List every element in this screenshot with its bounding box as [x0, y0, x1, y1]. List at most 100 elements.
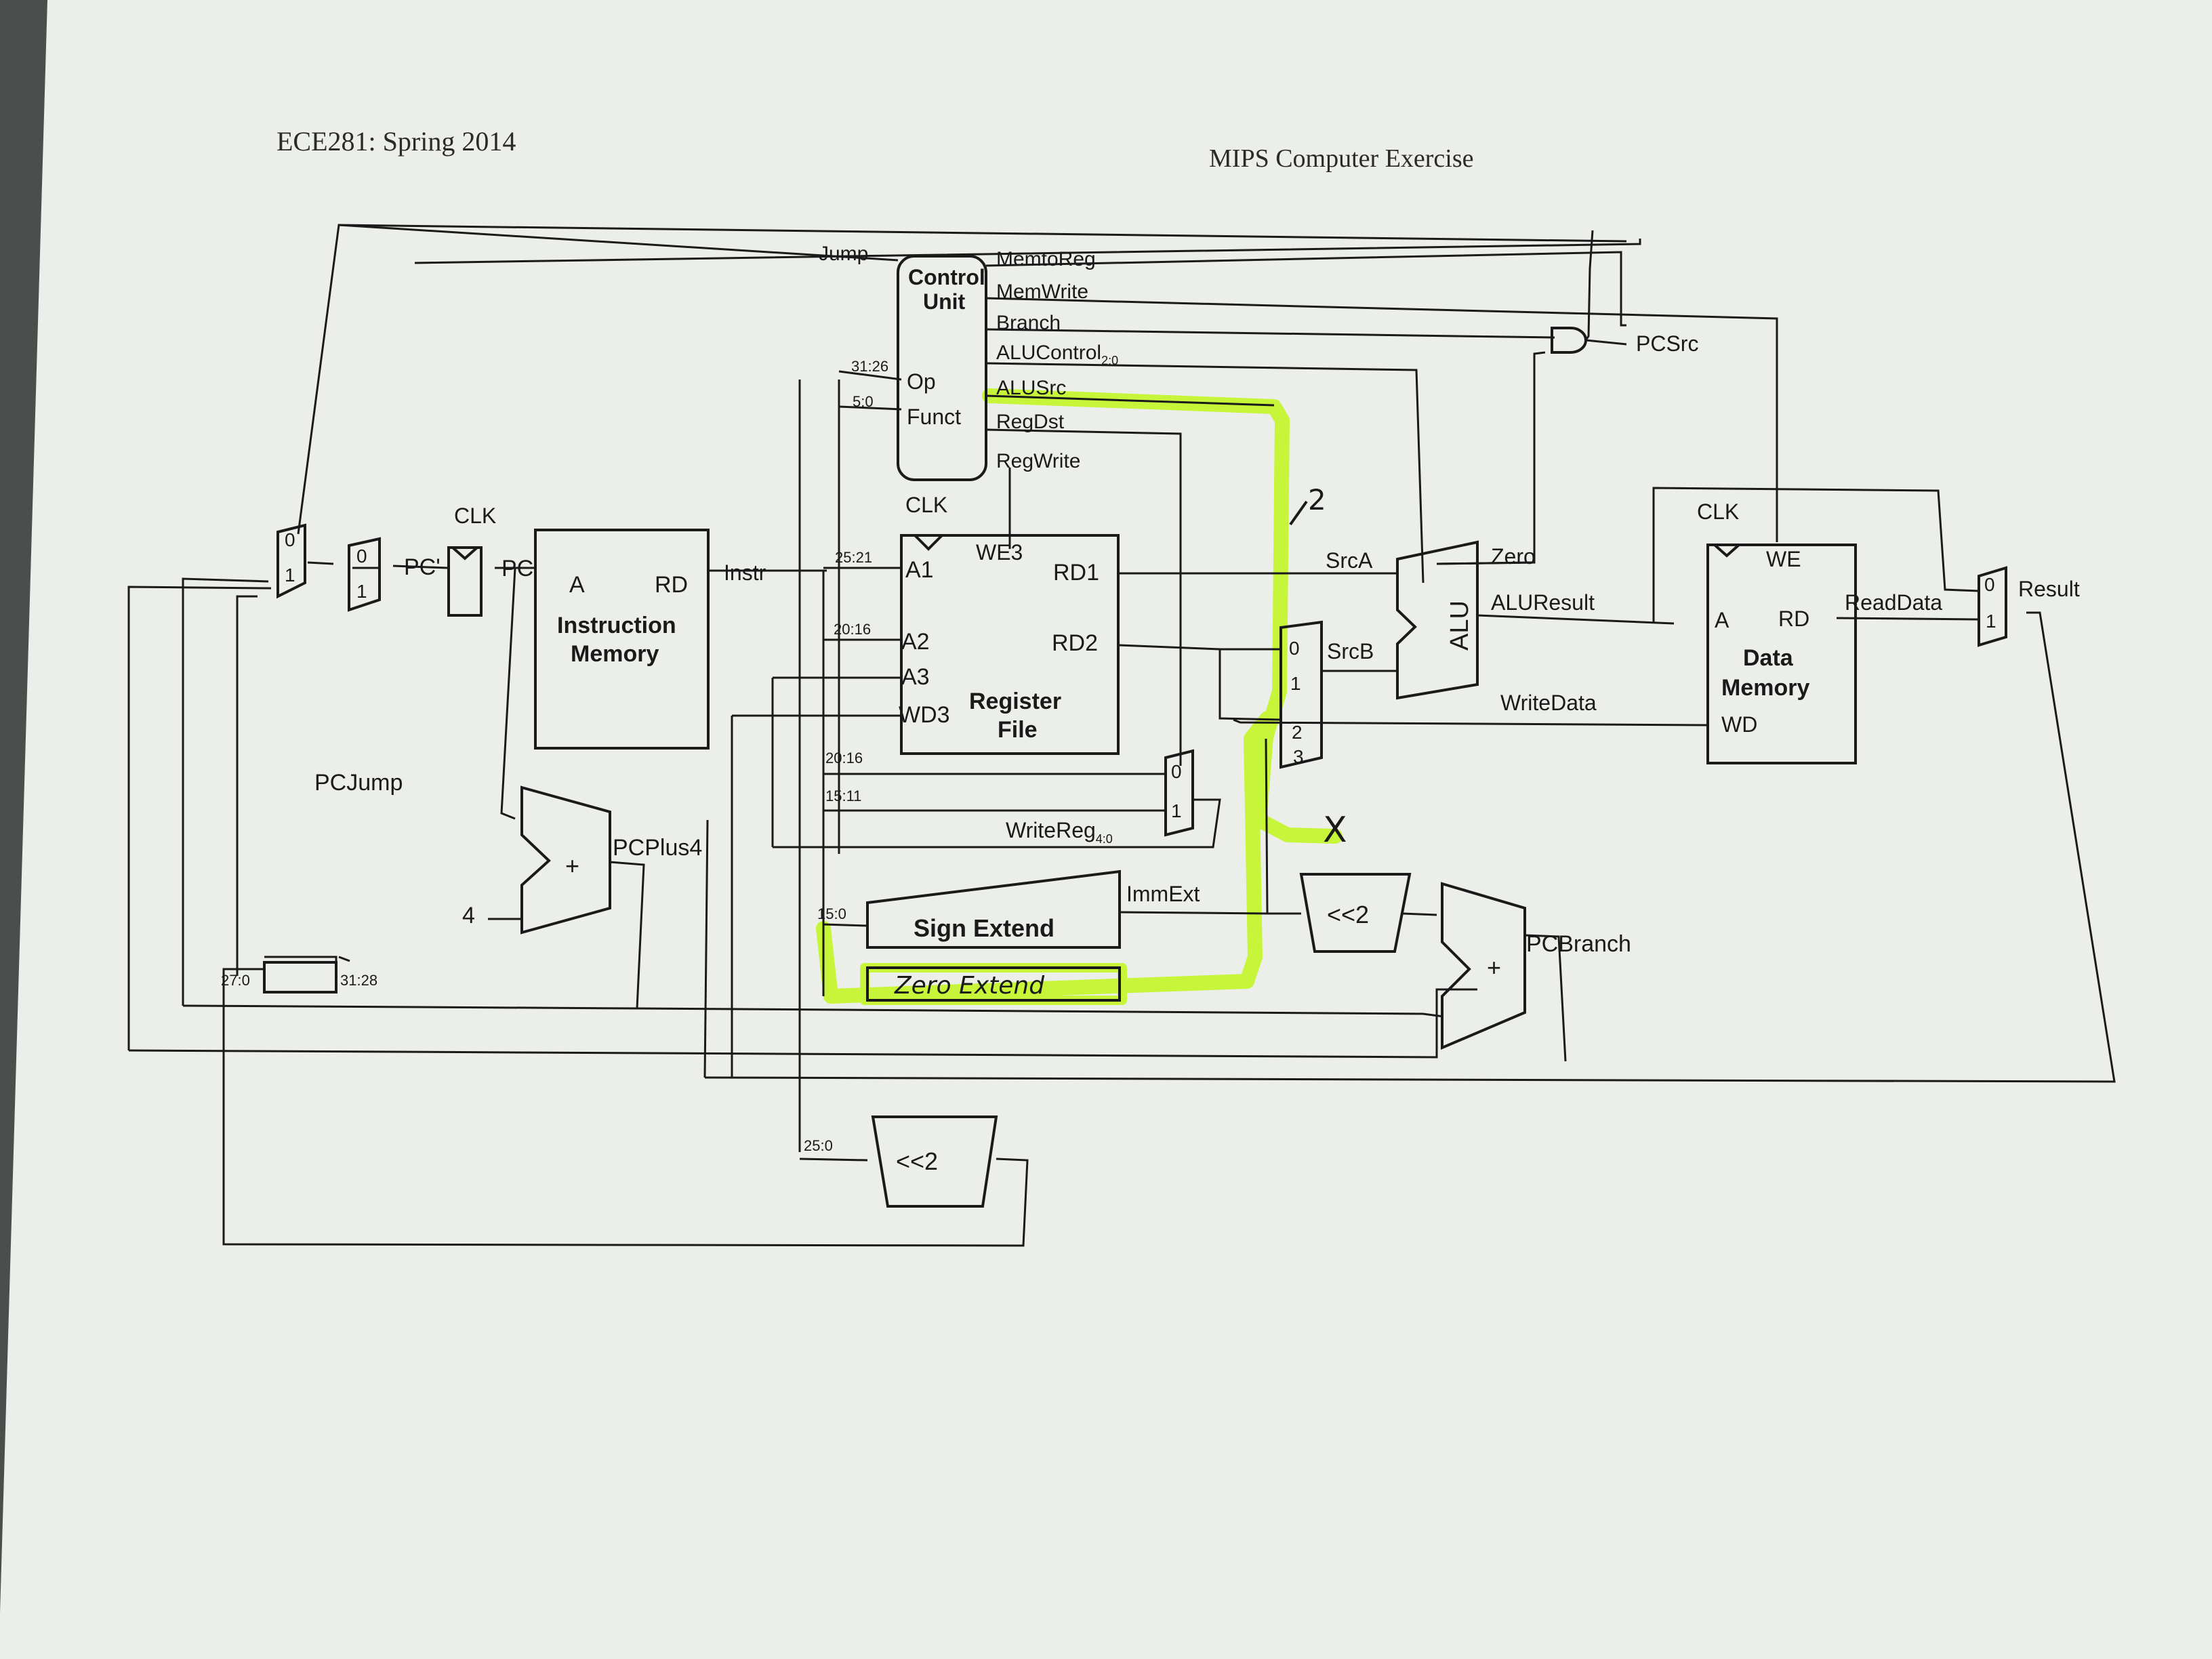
mux-alusrc-in3: 3 [1293, 746, 1304, 767]
components [263, 255, 2007, 1208]
signal-instr: Instr [724, 560, 766, 585]
signal-srcb: SrcB [1327, 639, 1374, 663]
field-31-26: 31:26 [851, 358, 888, 375]
signal-writereg-sub: 4:0 [1096, 832, 1113, 846]
mux-pcsrc-in1: 1 [356, 581, 367, 602]
rf-label-2: File [998, 717, 1038, 743]
control-label-2: Unit [923, 289, 966, 314]
rf-a2: A2 [901, 629, 930, 655]
data-memory-box [1706, 544, 1857, 764]
signal-alusrc: ALUSrc [996, 377, 1066, 399]
field-20-16b: 20:16 [825, 750, 863, 766]
op-label: Op [907, 369, 936, 394]
alu-label: ALU [1446, 600, 1474, 651]
exercise-title: MIPS Computer Exercise [1209, 144, 1474, 173]
signal-alucontrol-name: ALUControl [996, 342, 1101, 364]
signal-pcbranch: PCBranch [1526, 931, 1631, 957]
sign-extend-box [866, 869, 1121, 949]
rf-a1: A1 [905, 557, 934, 583]
bus-width-annotation: 2 [1308, 483, 1326, 516]
jump-combiner [263, 961, 337, 994]
instr-mem-a: A [569, 572, 585, 598]
control-unit-box [897, 255, 987, 481]
pcbranch-adder [1441, 882, 1526, 1050]
wires [127, 224, 2116, 1247]
signal-aluresult: ALUResult [1491, 590, 1595, 615]
signal-clk-rf: CLK [905, 493, 947, 517]
mux-jump-in0: 0 [285, 529, 295, 550]
signal-jump: Jump [819, 243, 868, 265]
signal-alucontrol: ALUControl2:0 [996, 342, 1118, 367]
signal-immext: ImmExt [1126, 882, 1200, 906]
mux-alusrc-in0: 0 [1289, 638, 1300, 659]
rf-rd2: RD2 [1052, 630, 1098, 656]
zero-extend-label: Zero Extend [894, 972, 1045, 1000]
instr-mem-label-2: Memory [571, 641, 659, 667]
shift-branch-label: <<2 [1327, 901, 1369, 928]
signal-pcplus4: PCPlus4 [613, 835, 702, 861]
rf-we3: WE3 [976, 540, 1023, 565]
signal-srca: SrcA [1326, 548, 1373, 573]
mux-alusrc-in2: 2 [1292, 722, 1303, 743]
course-title: ECE281: Spring 2014 [276, 126, 516, 157]
dmem-label-2: Memory [1721, 675, 1809, 701]
signal-alucontrol-sub: 2:0 [1101, 354, 1118, 367]
shift-jump-box [871, 1115, 998, 1208]
mux-alusrc-in1: 1 [1290, 673, 1301, 694]
control-label-1: Control [908, 265, 985, 289]
and-gate [1551, 327, 1587, 354]
instruction-memory-box [534, 529, 710, 750]
signal-memwrite: MemWrite [996, 281, 1088, 303]
field-15-0: 15:0 [817, 905, 846, 922]
funct-label: Funct [907, 405, 961, 429]
signal-clk-dmem: CLK [1697, 499, 1739, 524]
signal-pcjump: PCJump [314, 770, 403, 796]
signal-writereg-name: WriteReg [1006, 818, 1096, 842]
pcbranch-plus: + [1487, 954, 1501, 981]
mux-memtoreg [1978, 566, 2007, 647]
signal-writereg: WriteReg4:0 [1006, 818, 1113, 846]
rf-label-1: Register [969, 689, 1061, 714]
instr-mem-label-1: Instruction [557, 613, 676, 638]
signal-result: Result [2018, 577, 2080, 601]
register-file-box [900, 534, 1120, 755]
field-25-21: 25:21 [835, 549, 872, 566]
signal-branch: Branch [996, 312, 1061, 334]
shift-jump-label: <<2 [896, 1147, 938, 1175]
rf-rd1: RD1 [1053, 560, 1099, 586]
unused-input-mark: X [1323, 810, 1347, 851]
sign-extend-label: Sign Extend [914, 914, 1054, 942]
signal-regwrite: RegWrite [996, 450, 1080, 472]
handwritten-marks [1289, 500, 1308, 526]
signal-pcsrc: PCSrc [1636, 331, 1698, 356]
dmem-label-1: Data [1743, 645, 1794, 671]
mux-regdst-in0: 0 [1171, 761, 1182, 782]
mux-pcsrc [348, 537, 381, 612]
pcplus4-adder [520, 785, 611, 935]
mux-regdst-in1: 1 [1171, 800, 1182, 821]
signal-writedata: WriteData [1500, 691, 1597, 715]
field-25-0: 25:0 [804, 1137, 833, 1154]
signal-clk-pc: CLK [454, 504, 496, 528]
field-15-11: 15:11 [825, 787, 861, 804]
instr-mem-rd: RD [655, 572, 688, 598]
mux-pcsrc-in0: 0 [356, 546, 367, 567]
mux-jump-in1: 1 [285, 565, 295, 586]
mux-alusrc [1279, 620, 1323, 769]
dmem-rd: RD [1778, 607, 1809, 631]
pcplus4-plus: + [565, 852, 579, 880]
pc-register [447, 546, 483, 617]
shift-branch-box [1299, 873, 1412, 953]
const-four: 4 [462, 903, 475, 928]
field-31-28: 31:28 [340, 972, 377, 989]
field-5-0: 5:0 [853, 393, 874, 410]
mux-jump [276, 523, 306, 599]
field-20-16a: 20:16 [834, 621, 871, 638]
signal-regdst: RegDst [996, 411, 1065, 433]
mux-memtoreg-in1: 1 [1986, 611, 1996, 632]
dmem-we: WE [1766, 547, 1801, 571]
rf-a3: A3 [901, 664, 930, 690]
alu-shape [1396, 540, 1479, 700]
